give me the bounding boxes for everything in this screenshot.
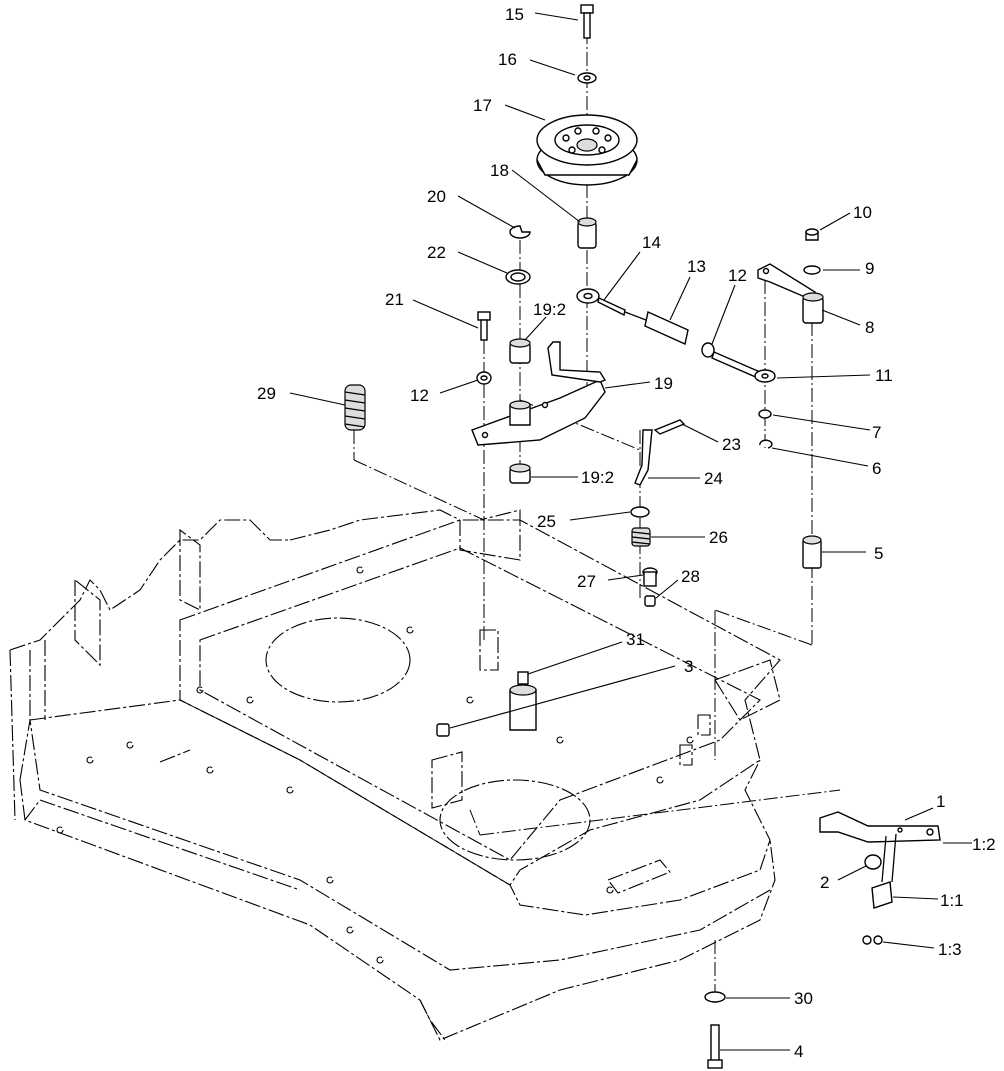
callout-18: 18 — [490, 161, 509, 180]
bolt-4 — [707, 1024, 723, 1069]
bushing-19-2-upper — [509, 338, 531, 364]
callout-1-3: 1:3 — [938, 940, 962, 959]
callout-1: 1 — [936, 792, 945, 811]
idler-bracket-19 — [471, 341, 607, 446]
adjuster-tube-13 — [624, 311, 689, 345]
screws-1-3 — [862, 935, 883, 945]
knob-2 — [864, 854, 882, 870]
rod-end-11 — [754, 369, 776, 383]
deck-holes — [56, 566, 694, 964]
nut-12-upper — [701, 342, 761, 379]
callout-22: 22 — [427, 243, 446, 262]
callout-10: 10 — [853, 203, 872, 222]
callout-9: 9 — [865, 259, 874, 278]
callout-8: 8 — [865, 318, 874, 337]
spacer-18 — [577, 217, 597, 249]
callout-5: 5 — [874, 544, 883, 563]
callout-30: 30 — [794, 989, 813, 1008]
callout-31: 31 — [626, 630, 645, 649]
knob-27 — [642, 567, 658, 587]
callout-28: 28 — [681, 567, 700, 586]
washer-9 — [803, 265, 821, 275]
lever-24 — [634, 429, 653, 486]
washer-30 — [704, 991, 726, 1003]
mower-deck-outline — [9, 509, 781, 1041]
callout-24: 24 — [704, 469, 723, 488]
washer-25 — [630, 506, 650, 518]
callout-4: 4 — [794, 1042, 803, 1061]
callout-16: 16 — [498, 50, 517, 69]
callout-6: 6 — [872, 459, 881, 478]
pin-23 — [653, 419, 686, 435]
pulley-17 — [536, 114, 638, 186]
callout-1-2: 1:2 — [972, 835, 996, 854]
nut-3 — [436, 723, 450, 737]
clip-6 — [759, 439, 773, 449]
leader-lines — [289, 12, 972, 1051]
spindle-31 — [509, 671, 537, 731]
callout-20: 20 — [427, 187, 446, 206]
callout-17: 17 — [473, 96, 492, 115]
washer-16 — [577, 72, 597, 84]
callout-19-2-upper: 19:2 — [533, 300, 566, 319]
bushing-19-2-lower — [509, 463, 531, 484]
callout-13: 13 — [687, 257, 706, 276]
callout-27: 27 — [577, 572, 596, 591]
callout-2: 2 — [820, 873, 829, 892]
callout-labels: 15 16 17 18 20 22 14 13 12 10 9 8 21 19:… — [257, 5, 996, 1061]
washer-7 — [758, 409, 772, 419]
spacer-5 — [802, 535, 822, 569]
bolt-21 — [477, 311, 491, 341]
nut-12-lower — [476, 371, 492, 385]
callout-14: 14 — [642, 233, 661, 252]
callout-15: 15 — [505, 5, 524, 24]
callout-7: 7 — [872, 423, 881, 442]
nut-10 — [805, 228, 819, 241]
washer-22 — [505, 269, 531, 285]
callout-29: 29 — [257, 384, 276, 403]
callout-23: 23 — [722, 435, 741, 454]
callout-19: 19 — [654, 374, 673, 393]
callout-12-lower: 12 — [410, 386, 429, 405]
nut-28 — [644, 595, 656, 607]
callout-1-1: 1:1 — [940, 891, 964, 910]
e-ring-20 — [509, 225, 531, 239]
bolt-15 — [580, 4, 594, 39]
chute-bracket-1 — [819, 811, 941, 843]
callout-3: 3 — [684, 657, 693, 676]
callout-21: 21 — [385, 290, 404, 309]
callout-19-2-lower: 19:2 — [581, 468, 614, 487]
spring-29 — [344, 384, 366, 431]
callout-11: 11 — [875, 366, 893, 385]
clamp-1-1 — [871, 833, 897, 909]
callout-12-upper: 12 — [728, 266, 747, 285]
spring-26 — [631, 527, 651, 547]
callout-26: 26 — [709, 528, 728, 547]
eye-bolt-14 — [576, 288, 626, 317]
callout-25: 25 — [537, 512, 556, 531]
